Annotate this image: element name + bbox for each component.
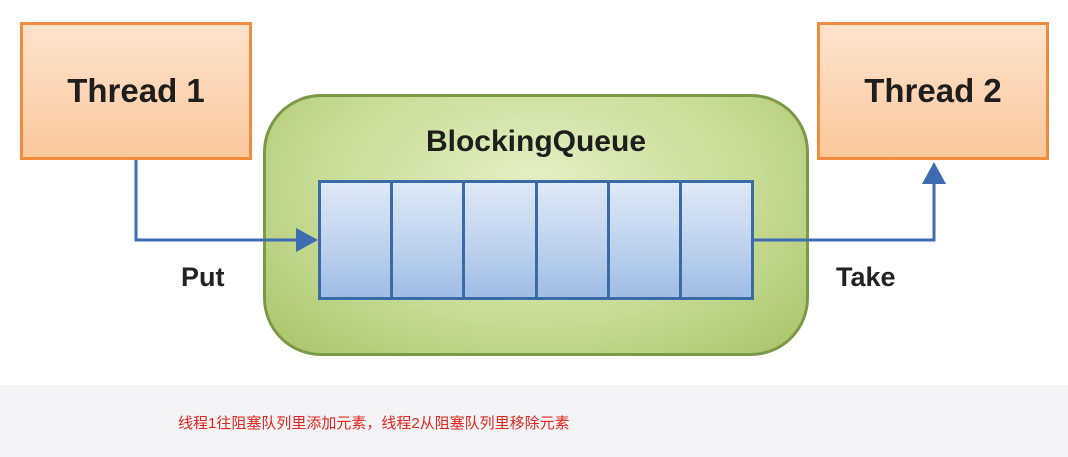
queue-slot [393, 183, 463, 297]
put-arrow-line [134, 160, 300, 242]
queue-slot [321, 183, 391, 297]
thread-1-label: Thread 1 [67, 72, 205, 109]
queue-slot [681, 183, 752, 297]
flow-arrows [134, 160, 946, 252]
queue-slots [318, 180, 754, 300]
queue-slot [537, 183, 607, 297]
thread-1-box: Thread 1 [20, 22, 252, 160]
diagram-canvas: Thread 1 Thread 2 BlockingQueue Put Take [0, 0, 1068, 385]
thread-2-box: Thread 2 [817, 22, 1049, 160]
take-arrow-head [922, 162, 946, 184]
blocking-queue-title: BlockingQueue [425, 125, 647, 158]
thread-2-label: Thread 2 [864, 72, 1002, 109]
take-label: Take [836, 262, 896, 292]
take-arrow-line [752, 180, 936, 242]
blocking-queue-container: BlockingQueue [263, 94, 809, 356]
queue-slot [609, 183, 679, 297]
queue-slot [465, 183, 535, 297]
put-label: Put [181, 262, 225, 292]
caption-text: 线程1往阻塞队列里添加元素，线程2从阻塞队列里移除元素 [178, 415, 570, 432]
put-arrow-head [296, 228, 318, 252]
